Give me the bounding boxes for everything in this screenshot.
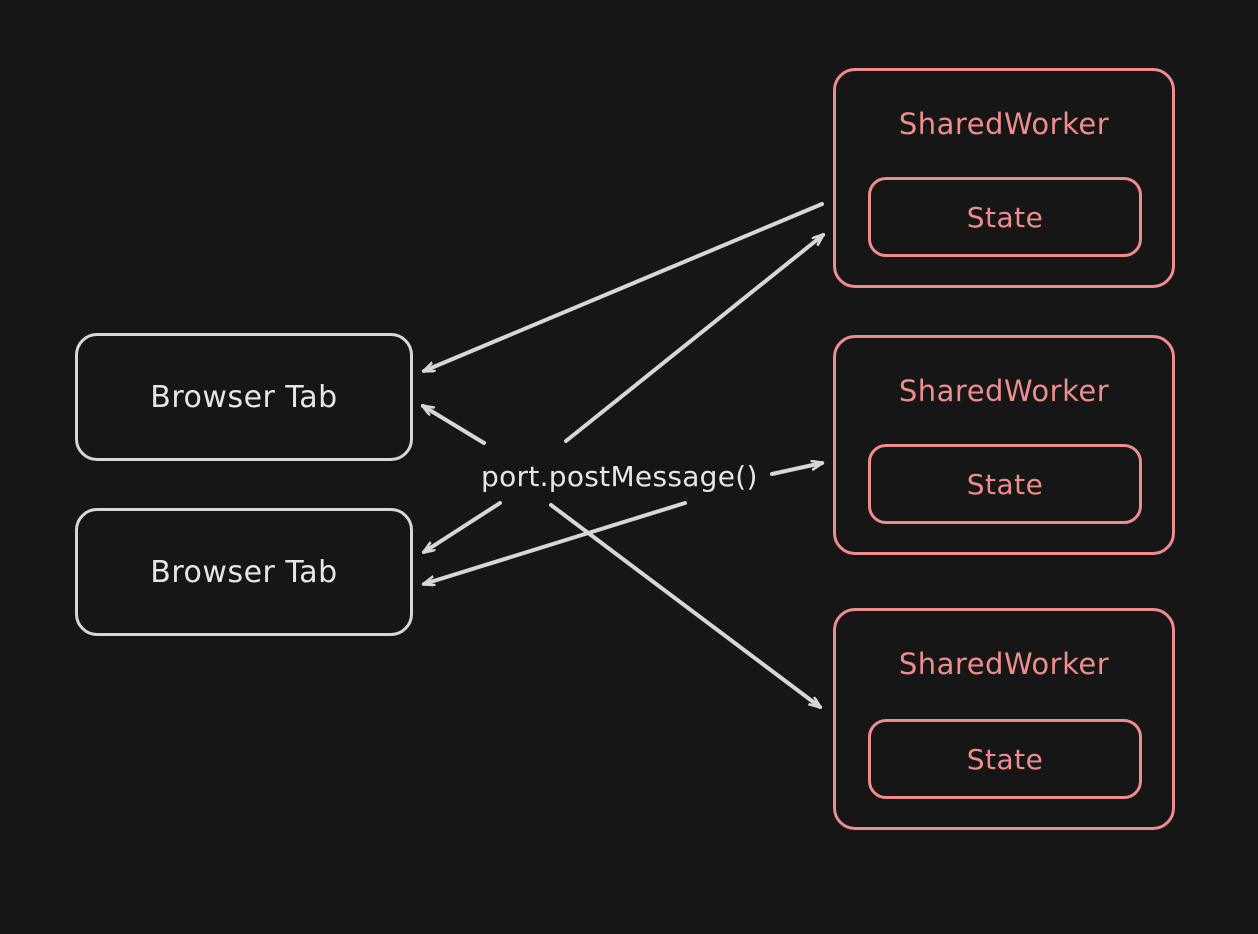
browser-tab-2-label: Browser Tab <box>150 554 338 590</box>
shared-worker-3-state-label: State <box>966 742 1044 776</box>
arrow-label-to-worker2 <box>770 463 822 476</box>
shared-worker-3-state[interactable]: State <box>868 719 1142 799</box>
shared-worker-1[interactable]: SharedWorker State <box>833 68 1175 288</box>
shared-worker-1-state[interactable]: State <box>868 177 1142 257</box>
arrow-label-to-tab1 <box>423 404 486 445</box>
arrow-worker-to-tab2 <box>424 501 687 584</box>
shared-worker-2[interactable]: SharedWorker State <box>833 335 1175 555</box>
edge-label-post-message: port.postMessage() <box>481 460 758 493</box>
shared-worker-3-title: SharedWorker <box>898 647 1110 681</box>
arrow-label-to-worker3 <box>549 503 820 709</box>
arrow-label-to-worker1 <box>564 233 823 443</box>
browser-tab-1-label: Browser Tab <box>150 379 338 415</box>
browser-tab-1[interactable]: Browser Tab <box>75 333 413 461</box>
shared-worker-2-state-label: State <box>966 467 1044 501</box>
shared-worker-2-state[interactable]: State <box>868 444 1142 524</box>
shared-worker-1-title: SharedWorker <box>898 107 1110 141</box>
arrow-worker1-to-tab1 <box>424 202 824 373</box>
arrow-label-to-tab2 <box>424 501 502 554</box>
browser-tab-2[interactable]: Browser Tab <box>75 508 413 636</box>
shared-worker-1-state-label: State <box>966 200 1044 234</box>
shared-worker-3[interactable]: SharedWorker State <box>833 608 1175 830</box>
shared-worker-2-title: SharedWorker <box>898 374 1110 408</box>
